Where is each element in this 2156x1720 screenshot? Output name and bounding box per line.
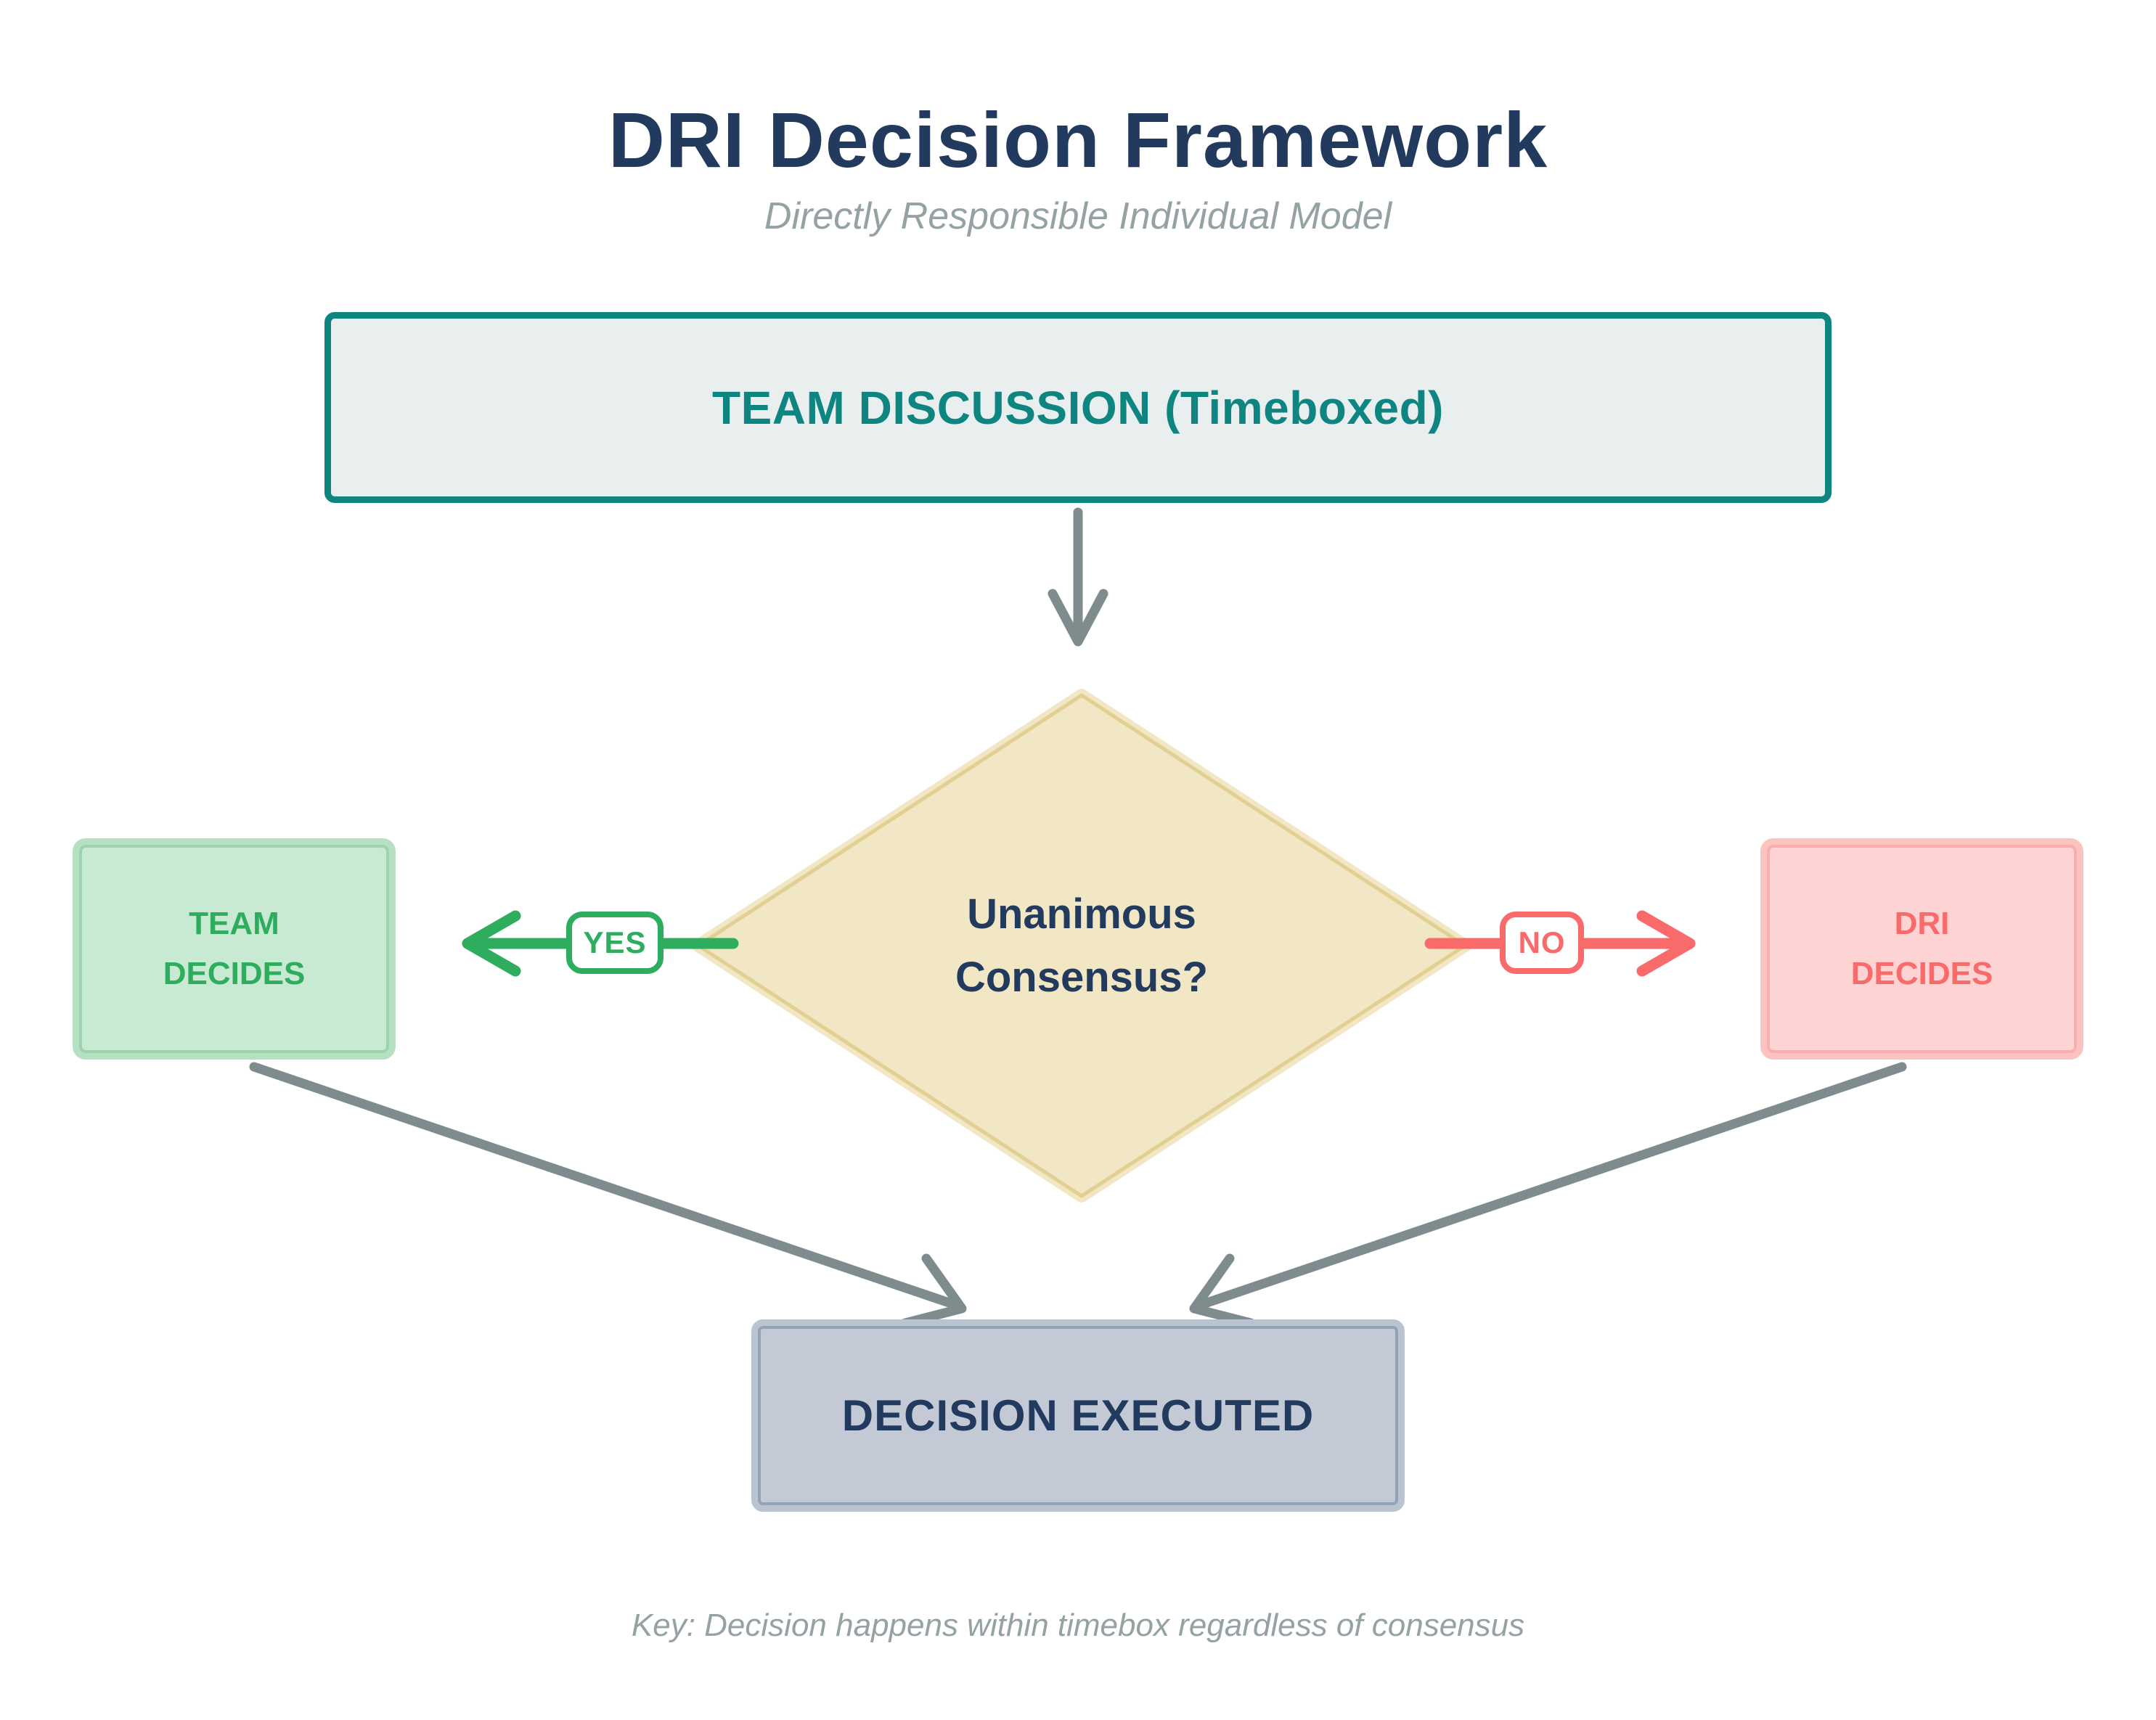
page-subtitle: Directly Responsible Individual Model <box>764 195 1392 237</box>
discussion-to-consensus-arrow <box>1048 507 1108 647</box>
node-team-decides: TEAM DECIDES <box>73 838 396 1060</box>
no-edge-badge: NO <box>1500 912 1584 974</box>
node-dri-decides-label: DRI DECIDES <box>1850 906 1993 991</box>
yes-edge-badge: YES <box>566 912 663 974</box>
dri-to-executed-arrow <box>1189 1062 1907 1328</box>
node-team-decides-label: TEAM DECIDES <box>163 906 306 991</box>
footer-key-note: Key: Decision happens within timebox reg… <box>631 1608 1525 1643</box>
node-team-discussion-label: TEAM DISCUSSION (Timeboxed) <box>712 381 1444 434</box>
consensus-diamond-inner-line <box>696 693 1467 1198</box>
team-to-executed-arrow <box>249 1062 967 1328</box>
node-decision-executed-label: DECISION EXECUTED <box>841 1391 1315 1440</box>
node-dri-decides: DRI DECIDES <box>1760 838 2083 1060</box>
node-consensus-label: Unanimous Consensus? <box>955 890 1209 1001</box>
node-team-discussion: TEAM DISCUSSION (Timeboxed) <box>324 312 1832 503</box>
page-title: DRI Decision Framework <box>608 96 1548 184</box>
node-decision-executed: DECISION EXECUTED <box>751 1319 1405 1512</box>
